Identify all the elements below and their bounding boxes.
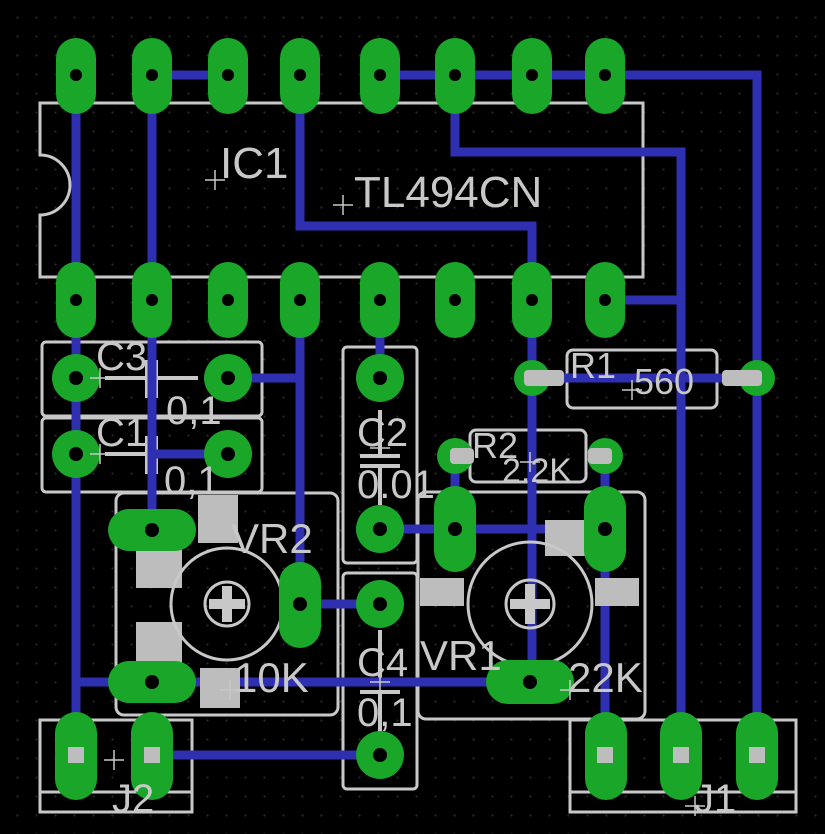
trace-j1-3 [600,70,762,760]
c4-value-label: 0,1 [357,691,413,735]
ic1-name-label: IC1 [220,139,288,188]
c3-value-label: 0,1 [166,389,222,433]
c3-name-label: C3 [96,335,147,379]
c2-name-label: C2 [357,411,408,455]
square-pad-cores [68,747,765,763]
vr2-name-label: VR2 [231,515,313,562]
r2-name-label: R2 [472,425,518,466]
j2-outline [38,718,194,814]
vr1-name-label: VR1 [420,632,502,679]
trace-pin4 [295,70,537,687]
ic1-value-label: TL494CN [354,168,542,217]
ic1-drills [70,69,611,306]
c4-name-label: C4 [357,641,408,685]
r2-value-label: 2.2K [502,452,572,490]
c1-name-label: C1 [96,411,147,455]
vr1-value-label: 22K [568,654,643,701]
c1-value-label: 0,1 [164,459,220,503]
vr2-cross-icon [209,586,245,622]
j1-name-label: J1 [694,777,736,821]
r1-value-label: 560 [634,361,694,402]
c2-value-label: 0.01 [357,463,435,507]
ic1-outline [38,101,645,279]
r1-name-label: R1 [570,345,616,386]
resistor-pad-cores [450,370,762,464]
j2-name-label: J2 [112,777,154,821]
vr2-value-label: 10K [234,654,309,701]
origin-crosses [90,170,705,816]
trimmer-pads [136,495,639,708]
vr1-cross-icon [510,584,550,624]
